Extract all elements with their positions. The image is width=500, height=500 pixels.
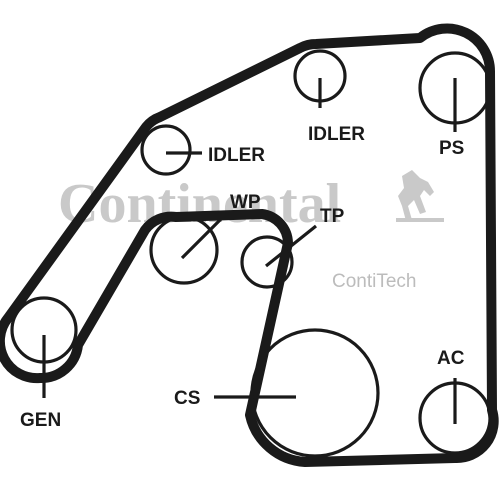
wp-leader (180, 214, 226, 260)
idler-left-pulley (140, 124, 192, 176)
tp-label: TP (320, 206, 345, 227)
cs-label: CS (174, 388, 200, 409)
idler-top-label: IDLER (308, 124, 365, 145)
horse-icon (396, 170, 444, 222)
ps-label: PS (439, 138, 464, 159)
wp-label: WP (230, 192, 261, 213)
wp-pulley (149, 215, 219, 285)
tp-leader (265, 224, 317, 268)
tp-pulley (240, 235, 294, 289)
idler-left-label: IDLER (208, 145, 265, 166)
cs-pulley (250, 328, 380, 458)
subbrand-watermark: ContiTech (332, 271, 417, 292)
belt-outer (0, 23, 499, 467)
gen-label: GEN (20, 410, 61, 431)
ac-label: AC (437, 348, 465, 369)
